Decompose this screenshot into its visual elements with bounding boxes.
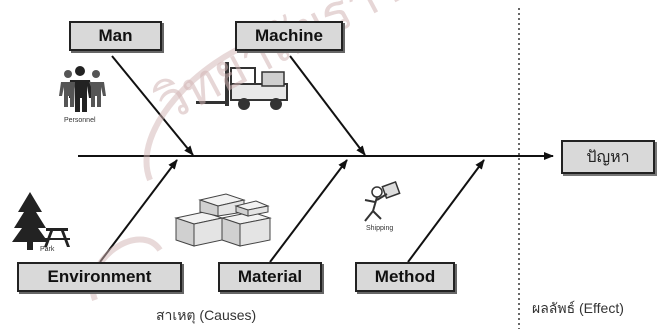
bone-method xyxy=(407,159,485,263)
cause-machine-box: Machine xyxy=(235,21,343,51)
bone-material xyxy=(269,159,348,263)
causes-caption: สาเหตุ (Causes) xyxy=(156,307,257,323)
tree-icon xyxy=(12,192,48,250)
cause-environment-box: Environment xyxy=(17,262,182,292)
personnel-icon xyxy=(59,66,106,112)
shipping-label: Shipping xyxy=(366,225,394,232)
bone-man xyxy=(111,55,194,156)
effect-caption: ผลลัพธ์ (Effect) xyxy=(532,300,624,316)
delivery-person-icon xyxy=(364,181,401,222)
cause-material-box: Material xyxy=(218,262,322,292)
personnel-label: Personnel xyxy=(64,117,96,124)
effect-box: ปัญหา xyxy=(561,140,655,174)
bone-environment xyxy=(99,159,178,263)
bone-machine xyxy=(289,55,366,156)
boxes-icon xyxy=(174,193,272,247)
park-label: Park xyxy=(40,246,55,253)
forklift-icon xyxy=(196,62,288,110)
picnic-table-icon xyxy=(44,228,70,247)
cause-man-box: Man xyxy=(69,21,162,51)
cause-method-box: Method xyxy=(355,262,455,292)
watermark-logo xyxy=(89,37,261,302)
